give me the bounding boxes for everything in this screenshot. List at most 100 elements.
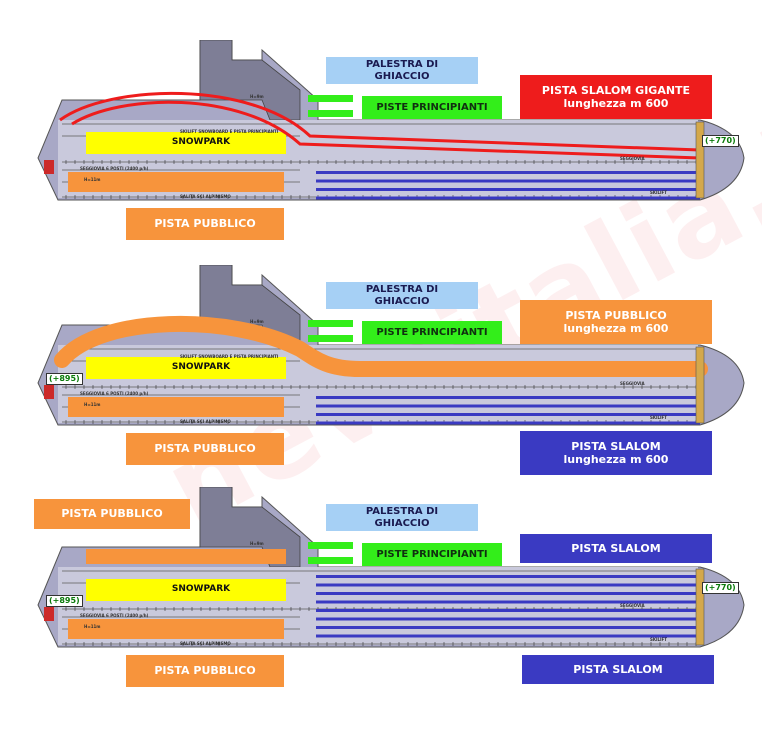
ice-gym-label-line: PALESTRA DI <box>365 505 439 517</box>
height-caption: H=9m <box>250 541 264 546</box>
elevation-left: (+895) <box>46 373 83 385</box>
beginner-slope <box>308 110 353 117</box>
slalom-lane <box>316 600 700 604</box>
slalom-lane <box>316 196 700 200</box>
public-run-label-line: PISTA PUBBLICO <box>154 664 256 678</box>
ice-gym-label-line: GHIACCIO <box>374 295 430 307</box>
snowpark-label-line: SNOWPARK <box>171 361 231 372</box>
slalom-label: PISTA SLALOM <box>520 534 712 563</box>
public-run-lower <box>68 397 284 417</box>
public-run-lower <box>68 619 284 639</box>
elevation-left: (+895) <box>46 595 83 607</box>
walkway-caption: SALITA SCI ALPINISMO <box>180 194 231 199</box>
ice-gym-label-line: PALESTRA DI <box>365 58 439 70</box>
height-caption: H=9m <box>250 319 264 324</box>
slalom-lane <box>316 626 700 629</box>
snowpark-label-line: SNOWPARK <box>171 136 231 147</box>
lift-station <box>695 121 705 199</box>
beginners-label-line: PISTE PRINCIPIANTI <box>376 101 488 113</box>
dome-plan-3 <box>37 487 745 648</box>
public-run-lower <box>68 172 284 192</box>
slalom-lane <box>316 171 700 174</box>
slalom-lane <box>316 609 700 612</box>
elevation-right: (+770) <box>702 135 739 147</box>
chairlift-right-caption: SEGGIOVIA <box>620 156 645 161</box>
snowpark-label: SNOWPARK <box>146 136 256 148</box>
slalom-lane <box>316 575 700 578</box>
lift-station <box>44 607 54 621</box>
building-block <box>199 487 301 568</box>
public-long-track <box>54 315 708 377</box>
snowpark-run <box>86 357 286 379</box>
slalom-lane <box>316 583 700 587</box>
dome-plan-2 <box>37 265 745 426</box>
slalom-lane <box>316 396 700 399</box>
giant-slalom-label-line: lunghezza m 600 <box>563 97 669 110</box>
skilift-caption: SKILIFT SNOWBOARD E PISTA PRINCIPIANTI <box>180 129 279 134</box>
lift-station <box>695 346 705 424</box>
skilift-right-caption: SKILIFT <box>650 637 667 642</box>
public-long-label-line: PISTA PUBBLICO <box>565 308 667 322</box>
snowpark-run <box>86 579 286 601</box>
dome-plan-1 <box>37 40 745 201</box>
beginner-slope <box>308 95 353 102</box>
ice-gym-label-line: GHIACCIO <box>374 517 430 529</box>
slalom-lane <box>316 634 700 638</box>
slalom-label-line: PISTA SLALOM <box>571 439 661 453</box>
chairlift-caption: SEGGIOVIA 6 POSTI (2400 p/h) <box>80 166 149 171</box>
skilift-caption: SKILIFT SNOWBOARD E PISTA PRINCIPIANTI <box>180 354 279 359</box>
slalom-label: PISTA SLALOM <box>522 655 714 684</box>
chairlift-right-caption: SEGGIOVIA <box>620 603 645 608</box>
public-run-label: PISTA PUBBLICO <box>126 433 284 465</box>
ice-gym-label-line: PALESTRA DI <box>365 283 439 295</box>
snowpark-label: SNOWPARK <box>146 361 256 373</box>
skilift-right-caption: SKILIFT <box>650 190 667 195</box>
chairlift-caption: SEGGIOVIA 6 POSTI (2400 p/h) <box>80 613 149 618</box>
chairlift-caption: SEGGIOVIA 6 POSTI (2400 p/h) <box>80 391 149 396</box>
beginners-label: PISTE PRINCIPIANTI <box>362 321 502 344</box>
public-run-label: PISTA PUBBLICO <box>126 208 284 240</box>
chairlift-right-caption: SEGGIOVIA <box>620 381 645 386</box>
skilift-right-caption: SKILIFT <box>650 415 667 420</box>
lift-station <box>44 385 54 399</box>
snowpark-label-line: SNOWPARK <box>171 583 231 594</box>
public-run-label-line: PISTA PUBBLICO <box>154 442 256 456</box>
walkway-caption: SALITA SCI ALPINISMO <box>180 641 231 646</box>
height-caption: H=9m <box>250 94 264 99</box>
beginner-slope <box>308 335 353 342</box>
height-caption: H=11m <box>84 402 101 407</box>
public-run-label-line: PISTA PUBBLICO <box>154 217 256 231</box>
giant-slalom-track <box>59 91 701 152</box>
beginner-slope <box>308 320 353 327</box>
beginners-label: PISTE PRINCIPIANTI <box>362 543 502 566</box>
height-caption: H=11m <box>84 624 101 629</box>
lift-station <box>695 568 705 646</box>
snowpark-label: SNOWPARK <box>146 583 256 595</box>
public-upper-label: PISTA PUBBLICO <box>34 499 190 529</box>
beginners-label: PISTE PRINCIPIANTI <box>362 96 502 119</box>
public-run-label: PISTA PUBBLICO <box>126 655 284 687</box>
slalom-lane <box>316 179 700 183</box>
slalom-label-line: lunghezza m 600 <box>563 453 669 466</box>
public-upper-label-line: PISTA PUBBLICO <box>61 507 163 521</box>
slalom-lane <box>316 421 700 425</box>
slalom-lane <box>316 592 700 595</box>
ice-gym-label-line: GHIACCIO <box>374 70 430 82</box>
beginner-slope <box>308 557 353 564</box>
height-caption: H=11m <box>84 177 101 182</box>
lift-station <box>44 160 54 174</box>
beginner-slope <box>308 542 353 549</box>
slalom-lane <box>316 617 700 621</box>
walkway-caption: SALITA SCI ALPINISMO <box>180 419 231 424</box>
beginners-label-line: PISTE PRINCIPIANTI <box>376 548 488 560</box>
slalom-label-line: PISTA SLALOM <box>573 662 663 676</box>
slalom-lane <box>316 413 700 416</box>
public-long-label-line: lunghezza m 600 <box>563 322 669 335</box>
slalom-lane <box>316 188 700 191</box>
